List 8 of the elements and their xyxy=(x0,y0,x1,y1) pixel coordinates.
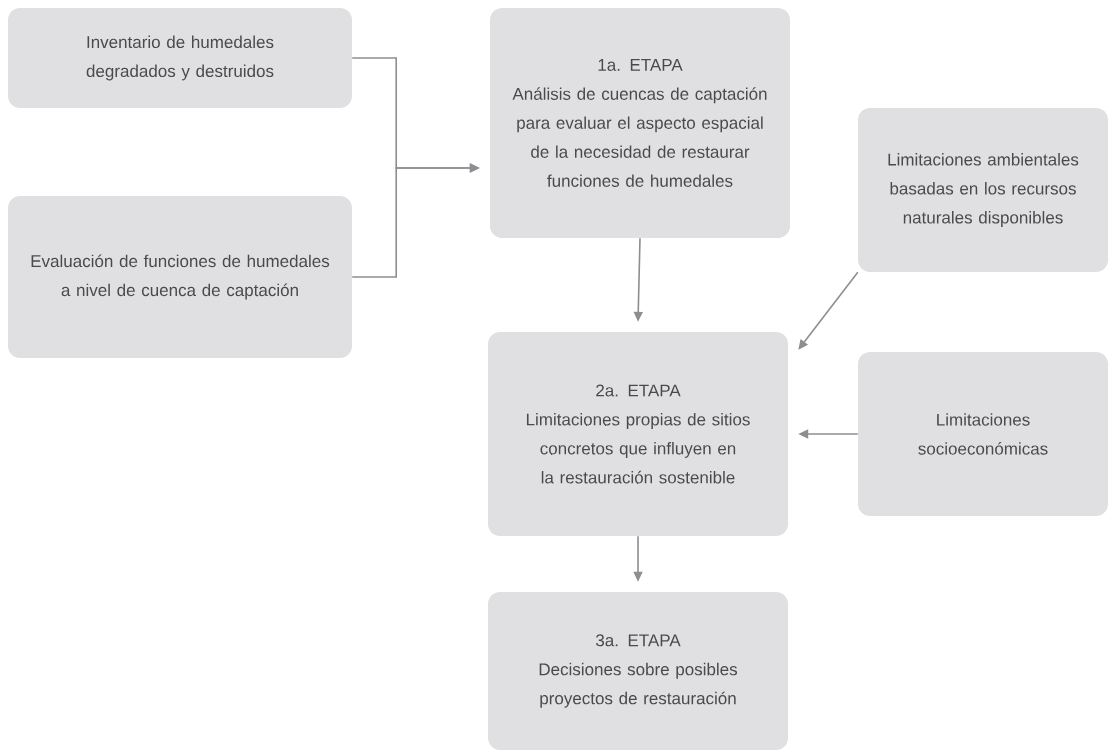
arrow xyxy=(798,271,859,350)
process-box: Limitaciones ambientales basadas en los recursos naturales disponibles xyxy=(858,108,1108,272)
process-box: Inventario de humedales degradados y destruidos xyxy=(8,8,352,108)
process-box: Evaluación de funciones de humedales a nivel de cuenca de captación xyxy=(8,196,352,358)
stage-box: 2a. ETAPA Limitaciones propias de sitios concretos que influyen en la restauración sostenible xyxy=(488,332,788,536)
stage-box: 3a. ETAPA Decisiones sobre posibles proyectos de restauración xyxy=(488,592,788,750)
stage-box: 1a. ETAPA Análisis de cuencas de captación para evaluar el aspecto espacial de la necesidad de restaurar funciones de humedales xyxy=(490,8,790,238)
process-box: Limitaciones socioeconómicas xyxy=(858,352,1108,516)
